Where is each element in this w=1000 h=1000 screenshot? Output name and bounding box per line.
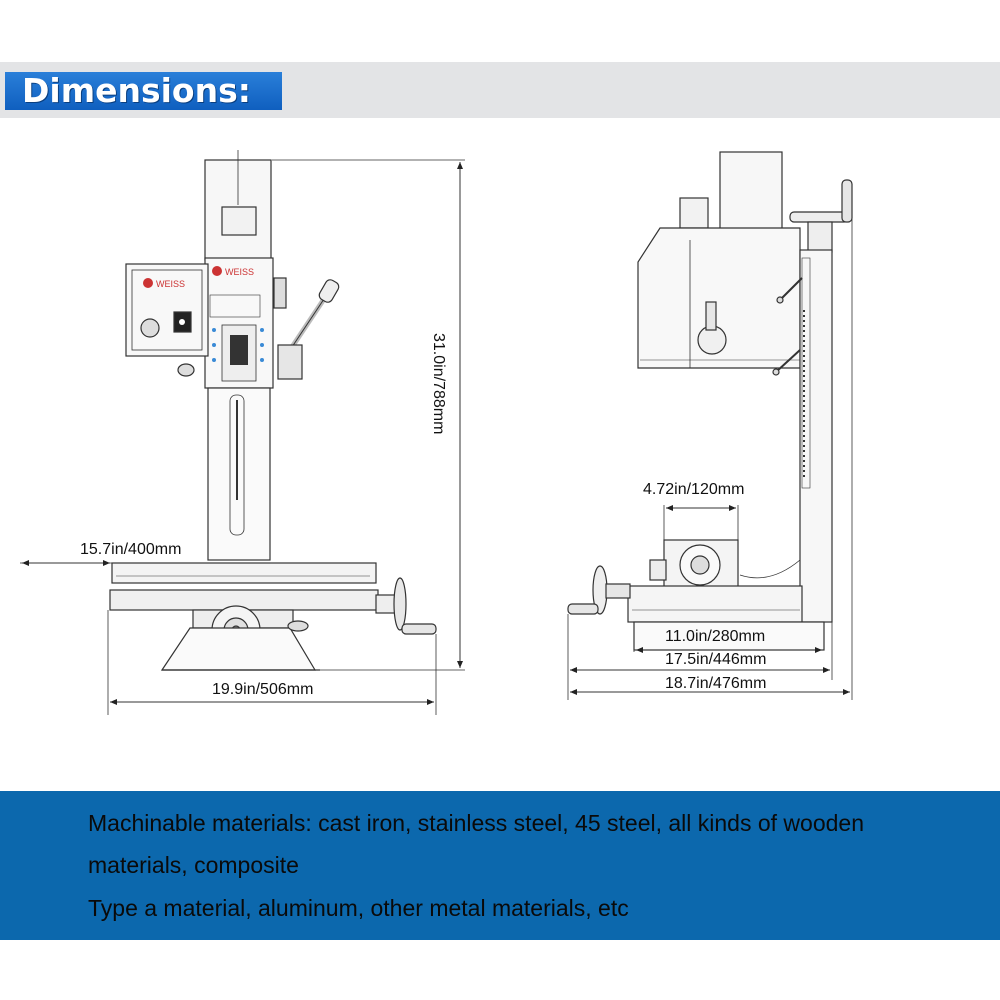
table-width-label: 15.7in/400mm <box>80 541 181 558</box>
front-view-machine: WEISS WEISS <box>109 150 437 671</box>
description-band <box>0 791 1000 940</box>
materials-line-2: materials, composite <box>88 852 299 878</box>
overall-width-label: 19.9in/506mm <box>212 681 313 698</box>
height-label: 31.0in/788mm <box>430 333 447 434</box>
svg-text:WEISS: WEISS <box>225 267 254 277</box>
side-view-dimensions <box>567 200 853 700</box>
svg-text:WEISS: WEISS <box>156 279 185 289</box>
materials-line-3: Type a material, aluminum, other metal m… <box>88 895 629 921</box>
front-view-dimensions <box>20 159 465 715</box>
materials-line-1: Machinable materials: cast iron, stainle… <box>88 810 865 836</box>
vise-width-label: 4.72in/120mm <box>643 481 744 498</box>
side-view-machine <box>567 151 853 651</box>
page-title: Dimensions: <box>22 71 251 110</box>
overall-depth-label: 18.7in/476mm <box>665 675 766 692</box>
depth-label: 17.5in/446mm <box>665 651 766 668</box>
title-badge <box>5 72 282 110</box>
base-length-label: 11.0in/280mm <box>665 628 765 645</box>
